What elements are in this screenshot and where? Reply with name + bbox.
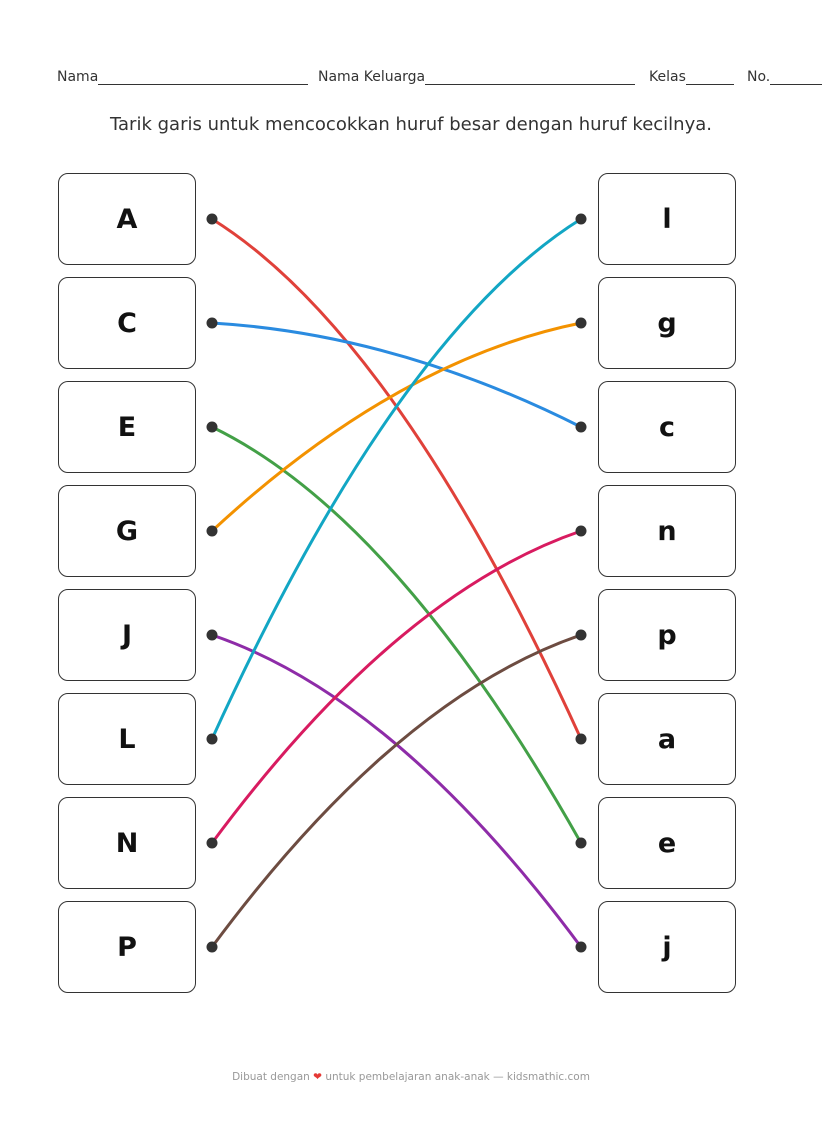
lowercase-box-p[interactable]: p bbox=[598, 589, 736, 681]
heart-icon: ❤ bbox=[313, 1071, 322, 1083]
footer-text-after: untuk pembelajaran anak-anak — kidsmathi… bbox=[325, 1071, 590, 1083]
match-line-L bbox=[210, 217, 583, 741]
left-dot-0[interactable] bbox=[206, 213, 218, 225]
uppercase-box-N[interactable]: N bbox=[58, 797, 196, 889]
match-line-J bbox=[210, 633, 583, 949]
lowercase-box-g[interactable]: g bbox=[598, 277, 736, 369]
left-dot-1[interactable] bbox=[206, 317, 218, 329]
uppercase-box-E[interactable]: E bbox=[58, 381, 196, 473]
left-dot-5[interactable] bbox=[206, 733, 218, 745]
lowercase-box-e[interactable]: e bbox=[598, 797, 736, 889]
right-dot-1[interactable] bbox=[575, 317, 587, 329]
right-dot-3[interactable] bbox=[575, 525, 587, 537]
lowercase-box-a[interactable]: a bbox=[598, 693, 736, 785]
uppercase-box-L[interactable]: L bbox=[58, 693, 196, 785]
match-line-N bbox=[210, 529, 583, 845]
lowercase-box-n[interactable]: n bbox=[598, 485, 736, 577]
number-field[interactable]: No. bbox=[747, 69, 822, 85]
uppercase-box-P[interactable]: P bbox=[58, 901, 196, 993]
left-dot-7[interactable] bbox=[206, 941, 218, 953]
lowercase-box-l[interactable]: l bbox=[598, 173, 736, 265]
instruction: Tarik garis untuk mencocokkan huruf besa… bbox=[110, 114, 712, 135]
right-dot-5[interactable] bbox=[575, 733, 587, 745]
number-label: No. bbox=[747, 69, 771, 85]
left-dot-6[interactable] bbox=[206, 837, 218, 849]
family-name-field[interactable]: Nama Keluarga bbox=[318, 69, 636, 85]
lowercase-box-c[interactable]: c bbox=[598, 381, 736, 473]
uppercase-box-A[interactable]: A bbox=[58, 173, 196, 265]
match-line-A bbox=[210, 217, 583, 741]
left-dot-4[interactable] bbox=[206, 629, 218, 641]
right-dot-7[interactable] bbox=[575, 941, 587, 953]
uppercase-box-G[interactable]: G bbox=[58, 485, 196, 577]
right-dot-4[interactable] bbox=[575, 629, 587, 641]
footer: Dibuat dengan ❤ untuk pembelajaran anak-… bbox=[0, 1071, 822, 1083]
right-dot-6[interactable] bbox=[575, 837, 587, 849]
lowercase-box-j[interactable]: j bbox=[598, 901, 736, 993]
left-dot-2[interactable] bbox=[206, 421, 218, 433]
family-label: Nama Keluarga bbox=[318, 69, 426, 85]
right-dot-0[interactable] bbox=[575, 213, 587, 225]
footer-text-before: Dibuat dengan bbox=[232, 1071, 310, 1083]
right-dot-2[interactable] bbox=[575, 421, 587, 433]
match-line-E bbox=[210, 425, 583, 845]
uppercase-box-C[interactable]: C bbox=[58, 277, 196, 369]
class-field[interactable]: Kelas bbox=[649, 69, 734, 85]
name-field[interactable]: Nama bbox=[57, 69, 309, 85]
class-label: Kelas bbox=[649, 69, 686, 85]
match-line-C bbox=[210, 321, 583, 429]
left-dot-3[interactable] bbox=[206, 525, 218, 537]
name-label: Nama bbox=[57, 69, 99, 85]
match-line-G bbox=[210, 321, 583, 533]
match-line-P bbox=[210, 633, 583, 949]
uppercase-box-J[interactable]: J bbox=[58, 589, 196, 681]
